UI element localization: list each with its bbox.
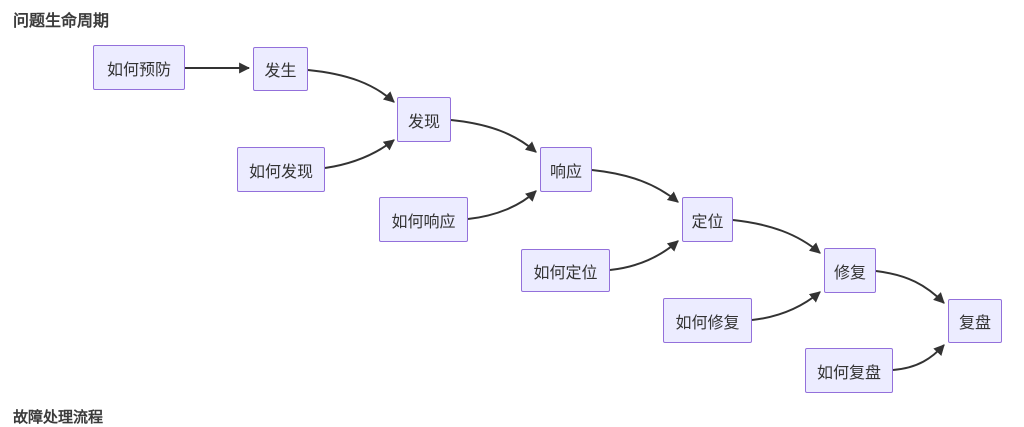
edge-locate-to-fix: [732, 219, 821, 254]
edge-how-fix-to-fix: [751, 291, 821, 321]
node-review: 复盘: [948, 299, 1002, 343]
node-how-discover: 如何发现: [237, 147, 325, 192]
flowchart-edges-layer: [185, 62, 945, 371]
edge-occur-to-discover: [307, 69, 395, 103]
node-how-prevent: 如何预防: [93, 45, 185, 90]
edge-how-discover-to-discover: [324, 139, 395, 169]
node-occur: 发生: [253, 47, 308, 91]
edge-discover-to-respond: [450, 119, 537, 153]
edge-how-review-to-review: [892, 344, 945, 371]
node-how-review: 如何复盘: [805, 348, 893, 393]
partial-bottom-heading: 故障处理流程: [13, 409, 104, 426]
edge-respond-to-locate: [591, 169, 679, 203]
node-fix: 修复: [824, 248, 876, 293]
node-how-locate: 如何定位: [521, 249, 610, 292]
node-locate: 定位: [682, 197, 733, 242]
edge-fix-to-review: [875, 270, 945, 304]
edge-how-respond-to-respond: [467, 190, 537, 220]
edge-how-locate-to-locate: [609, 240, 679, 271]
node-respond: 响应: [540, 147, 592, 192]
node-discover: 发现: [397, 97, 451, 142]
node-how-respond: 如何响应: [379, 197, 468, 242]
page-title: 问题生命周期: [13, 13, 110, 30]
node-how-fix: 如何修复: [663, 298, 752, 343]
